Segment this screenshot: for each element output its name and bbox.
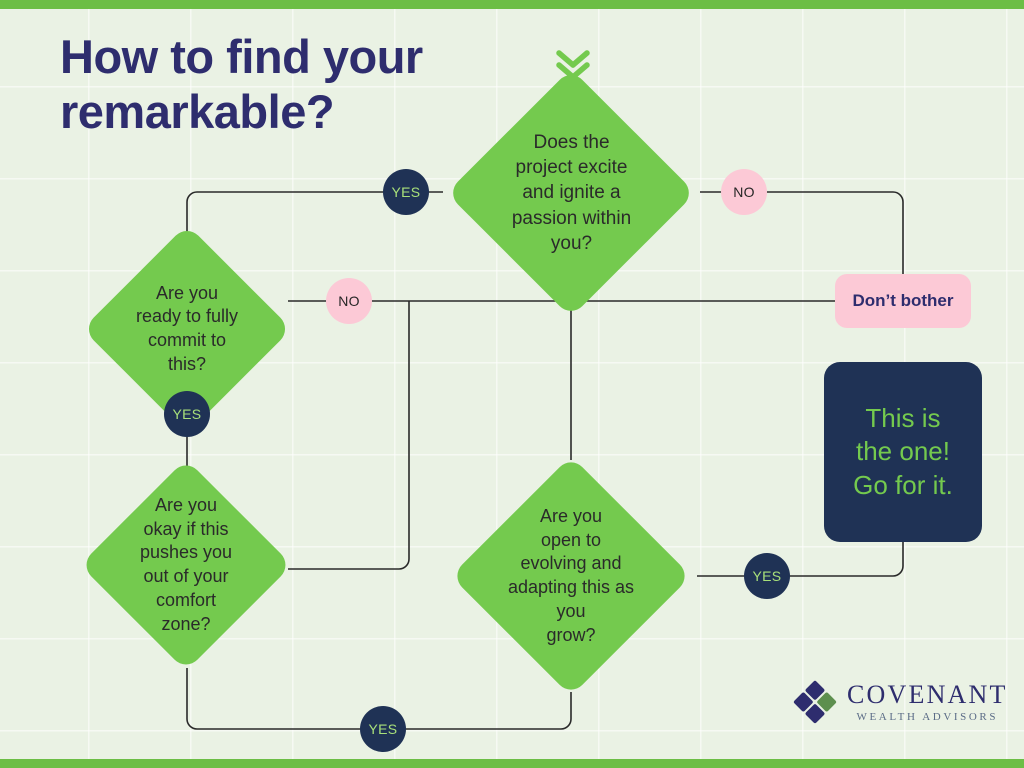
- edge-label-text: YES: [368, 721, 398, 737]
- decision-comfort-zone[interactable]: Are you okay if this pushes you out of y…: [79, 457, 293, 673]
- brand-name: COVENANT: [847, 679, 1008, 709]
- edge-label-text: YES: [391, 184, 421, 200]
- decision-label: Does the project excite and ignite a pas…: [511, 132, 632, 254]
- decision-label: Are you ready to fully commit to this?: [135, 282, 239, 374]
- edge-label-yes-excite[interactable]: YES: [383, 169, 429, 215]
- edge-label-text: YES: [172, 406, 202, 422]
- edge-label-yes-commit[interactable]: YES: [164, 391, 210, 437]
- edge-label-no-commit[interactable]: NO: [326, 278, 372, 324]
- outcome-this-is-the-one[interactable]: This is the one! Go for it.: [824, 362, 982, 542]
- edge-label-text: NO: [338, 293, 360, 309]
- decision-label: Are you okay if this pushes you out of y…: [139, 494, 233, 634]
- outcome-label: Don’t bother: [852, 291, 954, 310]
- decision-does-project-excite[interactable]: Does the project excite and ignite a pas…: [443, 68, 700, 318]
- decision-open-to-evolving[interactable]: Are you open to evolving and adapting th…: [445, 455, 697, 697]
- outcome-label: This is the one! Go for it.: [853, 403, 953, 500]
- edge-label-yes-evolve[interactable]: YES: [744, 553, 790, 599]
- top-accent-bar: [0, 0, 1024, 9]
- diamond-quadrant-logo-icon: [793, 680, 837, 724]
- edge-label-text: YES: [752, 568, 782, 584]
- brand-wordmark: COVENANT WEALTH ADVISORS: [847, 679, 1008, 723]
- decision-label: Are you open to evolving and adapting th…: [507, 505, 635, 645]
- edge-label-no-excite[interactable]: NO: [721, 169, 767, 215]
- outcome-dont-bother[interactable]: Don’t bother: [835, 274, 971, 328]
- decision-ready-to-commit[interactable]: Are you ready to fully commit to this?: [82, 224, 292, 434]
- brand-logo: COVENANT WEALTH ADVISORS: [793, 677, 1005, 727]
- edge-label-text: NO: [733, 184, 755, 200]
- bottom-accent-bar: [0, 759, 1024, 768]
- brand-tagline: WEALTH ADVISORS: [856, 710, 999, 723]
- edge-label-yes-comfort[interactable]: YES: [360, 706, 406, 752]
- page-title: How to find your remarkable?: [60, 30, 423, 138]
